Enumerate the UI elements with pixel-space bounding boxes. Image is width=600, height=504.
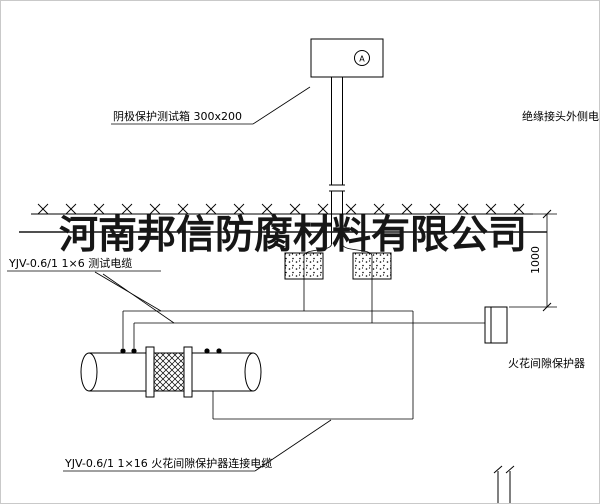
svg-text:绝缘接头外侧电缆: 绝缘接头外侧电缆 bbox=[522, 109, 600, 123]
joint-flange-left bbox=[145, 346, 155, 398]
svg-text:阴极保护测试箱 300x200: 阴极保护测试箱 300x200 bbox=[113, 109, 242, 123]
insulating-joint-hatch bbox=[153, 352, 185, 392]
test-cable-lines bbox=[122, 243, 485, 348]
label-insulated-joint-cable: 绝缘接头外侧电缆 bbox=[522, 109, 600, 123]
ammeter-circle-icon bbox=[354, 50, 370, 66]
spark-gap-protector bbox=[484, 306, 508, 344]
label-test-box: 阴极保护测试箱 300x200 bbox=[111, 86, 311, 125]
cable-lugs bbox=[120, 348, 222, 354]
pipe-section-symbol bbox=[493, 465, 515, 503]
label-test-cable: YJV-0.6/1 1×6 测试电缆 bbox=[7, 257, 175, 324]
riser-conduit bbox=[329, 77, 345, 244]
dimension-1000: 1000 bbox=[509, 209, 557, 312]
label-protector-cable: YJV-0.6/1 1×16 火花间隙保护器连接电缆 bbox=[63, 419, 332, 472]
svg-text:火花间隙保护器: 火花间隙保护器 bbox=[508, 356, 585, 370]
label-spark-gap-protector: 火花间隙保护器 bbox=[508, 356, 585, 370]
test-box-rect bbox=[310, 38, 384, 78]
pipe-right-cap bbox=[244, 352, 262, 392]
pipe-left-cap bbox=[80, 352, 98, 392]
joint-flange-right bbox=[183, 346, 193, 398]
svg-text:YJV-0.6/1 1×16 火花间隙保护器连接电缆: YJV-0.6/1 1×16 火花间隙保护器连接电缆 bbox=[64, 456, 272, 470]
watermark-text: 河南邦信防腐材料有限公司 bbox=[59, 212, 527, 258]
pipeline bbox=[80, 346, 262, 398]
cathodic-test-box: A bbox=[310, 38, 384, 78]
watermark: 河南邦信防腐材料有限公司 bbox=[19, 212, 547, 258]
ammeter-letter: A bbox=[359, 55, 365, 64]
svg-text:YJV-0.6/1 1×6 测试电缆: YJV-0.6/1 1×6 测试电缆 bbox=[8, 257, 132, 270]
dimension-text: 1000 bbox=[529, 246, 542, 274]
